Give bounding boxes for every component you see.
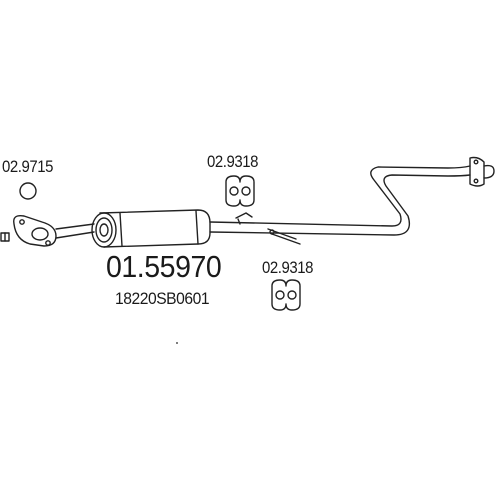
clamp-icon [0, 232, 10, 242]
main-part-number: 01.55970 [106, 249, 222, 284]
rear-flange [469, 156, 495, 187]
rubber-hanger-icon [271, 279, 301, 311]
oem-part-number: 18220SB0601 [115, 289, 210, 308]
part-label-hanger-lower: 02.9318 [262, 258, 313, 277]
rubber-hanger-icon [225, 175, 255, 207]
gasket-ring-icon [19, 182, 37, 200]
exhaust-pipe [209, 165, 471, 236]
dot-mark [176, 342, 178, 344]
middle-silencer [91, 209, 211, 248]
part-label-hanger-upper: 02.9318 [207, 152, 258, 171]
inlet-pipe [55, 223, 95, 239]
part-label-gasket: 02.9715 [2, 157, 53, 176]
front-flange [13, 214, 57, 247]
pipe-clamp [267, 228, 301, 245]
